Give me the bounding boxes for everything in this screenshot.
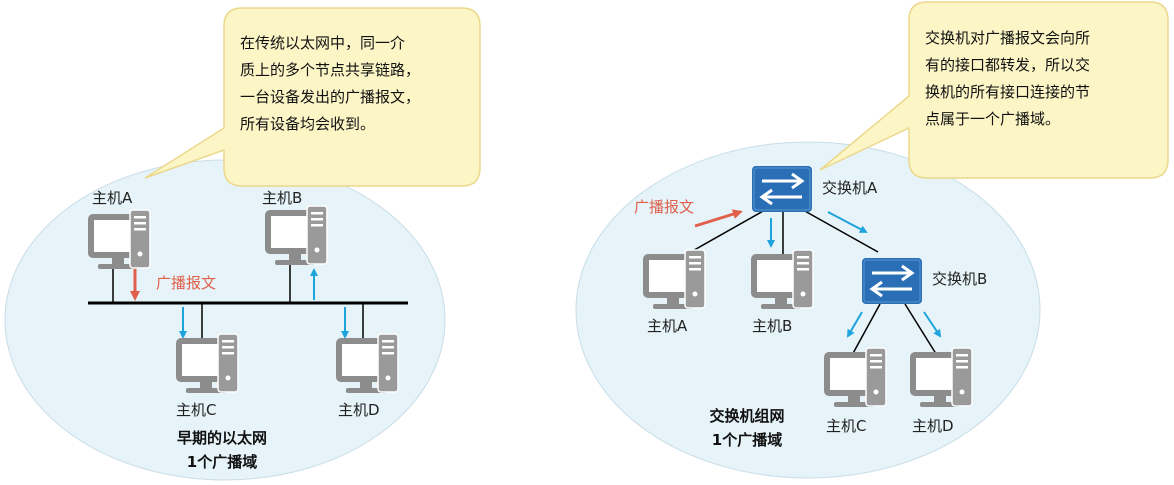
caption-right-line1: 交换机组网 [709, 407, 784, 425]
broadcast-label-right: 广播报文 [634, 198, 694, 216]
arrow-to-host-c-right [846, 311, 863, 338]
note-right-line-3: 换机的所有接口连接的节 [925, 83, 1091, 101]
arrow-to-host-d-right [923, 311, 942, 338]
caption-left-line1: 早期的以太网 [177, 429, 267, 447]
right-host-c-label: 主机C [826, 417, 866, 435]
right-host-d-label: 主机D [912, 417, 954, 435]
note-bubble-right [819, 1, 1169, 179]
right-host-b-label: 主机B [752, 317, 792, 335]
host-c-label: 主机C [176, 401, 216, 419]
link-swa-swb [802, 209, 879, 253]
link-swb-hostd [904, 303, 939, 358]
broadcast-label-left: 广播报文 [156, 274, 216, 292]
note-left-line-4: 所有设备均会收到。 [240, 115, 376, 133]
note-right-line-2: 有的接口都转发，所以交 [925, 56, 1091, 74]
note-bubble-left [144, 7, 481, 187]
broadcast-arrow-right [694, 209, 743, 228]
note-left-line-3: 一台设备发出的广播报文， [240, 88, 421, 106]
note-left-line-2: 质上的多个节点共享链路， [240, 61, 421, 79]
switch-b-label: 交换机B [932, 270, 987, 288]
caption-left-line2: 1个广播域 [187, 453, 257, 471]
note-text-left: 在传统以太网中，同一介 质上的多个节点共享链路， 一台设备发出的广播报文， 所有… [240, 30, 420, 138]
note-right-line-1: 交换机对广播报文会向所 [925, 29, 1091, 47]
note-text-right: 交换机对广播报文会向所 有的接口都转发，所以交 换机的所有接口连接的节 点属于一… [925, 25, 1090, 133]
link-swb-hostc [850, 303, 881, 358]
switch-a-icon [750, 164, 814, 214]
note-right-line-4: 点属于一个广播域。 [925, 110, 1061, 128]
caption-right-line2: 1个广播域 [712, 431, 782, 449]
switch-b-icon [860, 256, 924, 306]
note-left-line-1: 在传统以太网中，同一介 [240, 34, 406, 52]
host-b-label: 主机B [262, 189, 302, 207]
host-a-label: 主机A [92, 189, 133, 207]
right-host-a-label: 主机A [647, 317, 688, 335]
switch-a-label: 交换机A [822, 179, 878, 197]
host-d-label: 主机D [338, 401, 380, 419]
arrow-to-switch-b [827, 211, 868, 233]
